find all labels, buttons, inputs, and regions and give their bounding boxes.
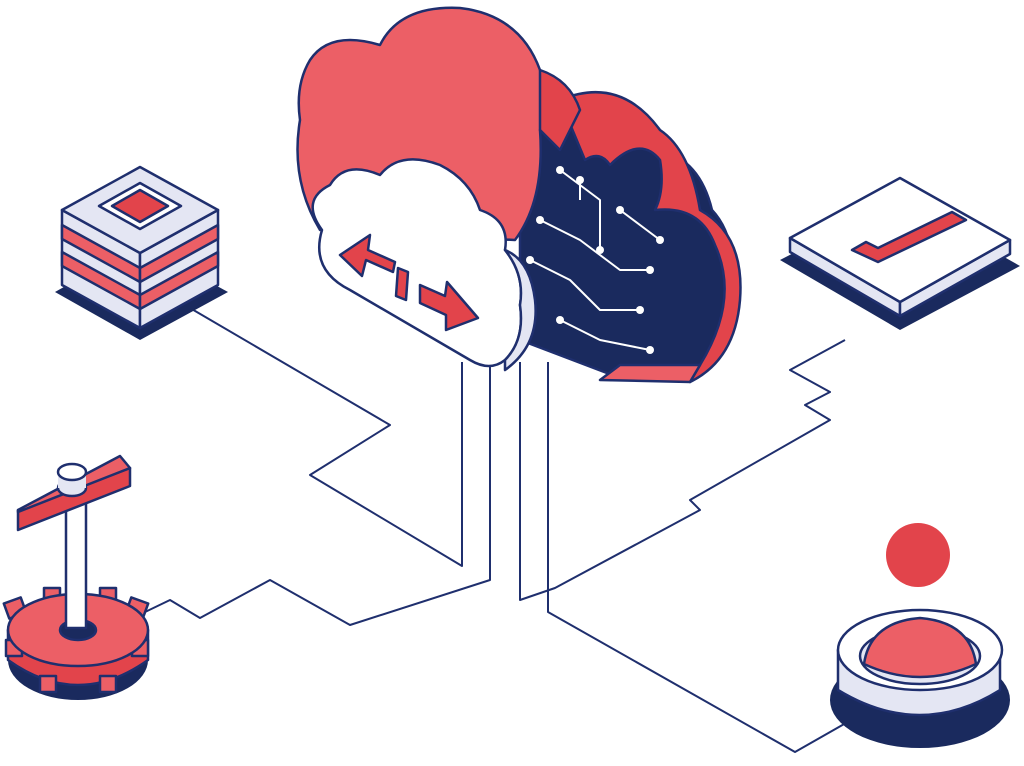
circuit-nodes xyxy=(526,166,664,354)
connection-lines xyxy=(117,307,861,753)
line-server-to-cloud xyxy=(189,307,463,567)
transfer-arrows-icon xyxy=(338,233,480,332)
arrow-left-icon xyxy=(338,233,397,278)
cloud-transfer-icon xyxy=(296,6,742,384)
circuit-traces xyxy=(529,169,661,351)
server-stack-icon xyxy=(55,165,228,340)
user-badge-icon xyxy=(830,523,1010,748)
cloud-back-rim xyxy=(558,90,742,384)
arrow-right-icon xyxy=(418,280,480,332)
line-gear-to-cloud xyxy=(117,362,491,626)
checkmark-icon xyxy=(850,210,968,264)
checkmark-tile-icon xyxy=(780,176,1020,330)
line-check-to-cloud xyxy=(519,339,846,601)
user-head-icon xyxy=(886,523,950,587)
line-user-to-cloud xyxy=(547,362,861,753)
arrow-divider-icon xyxy=(394,266,410,302)
gear-valve-icon xyxy=(2,454,150,700)
